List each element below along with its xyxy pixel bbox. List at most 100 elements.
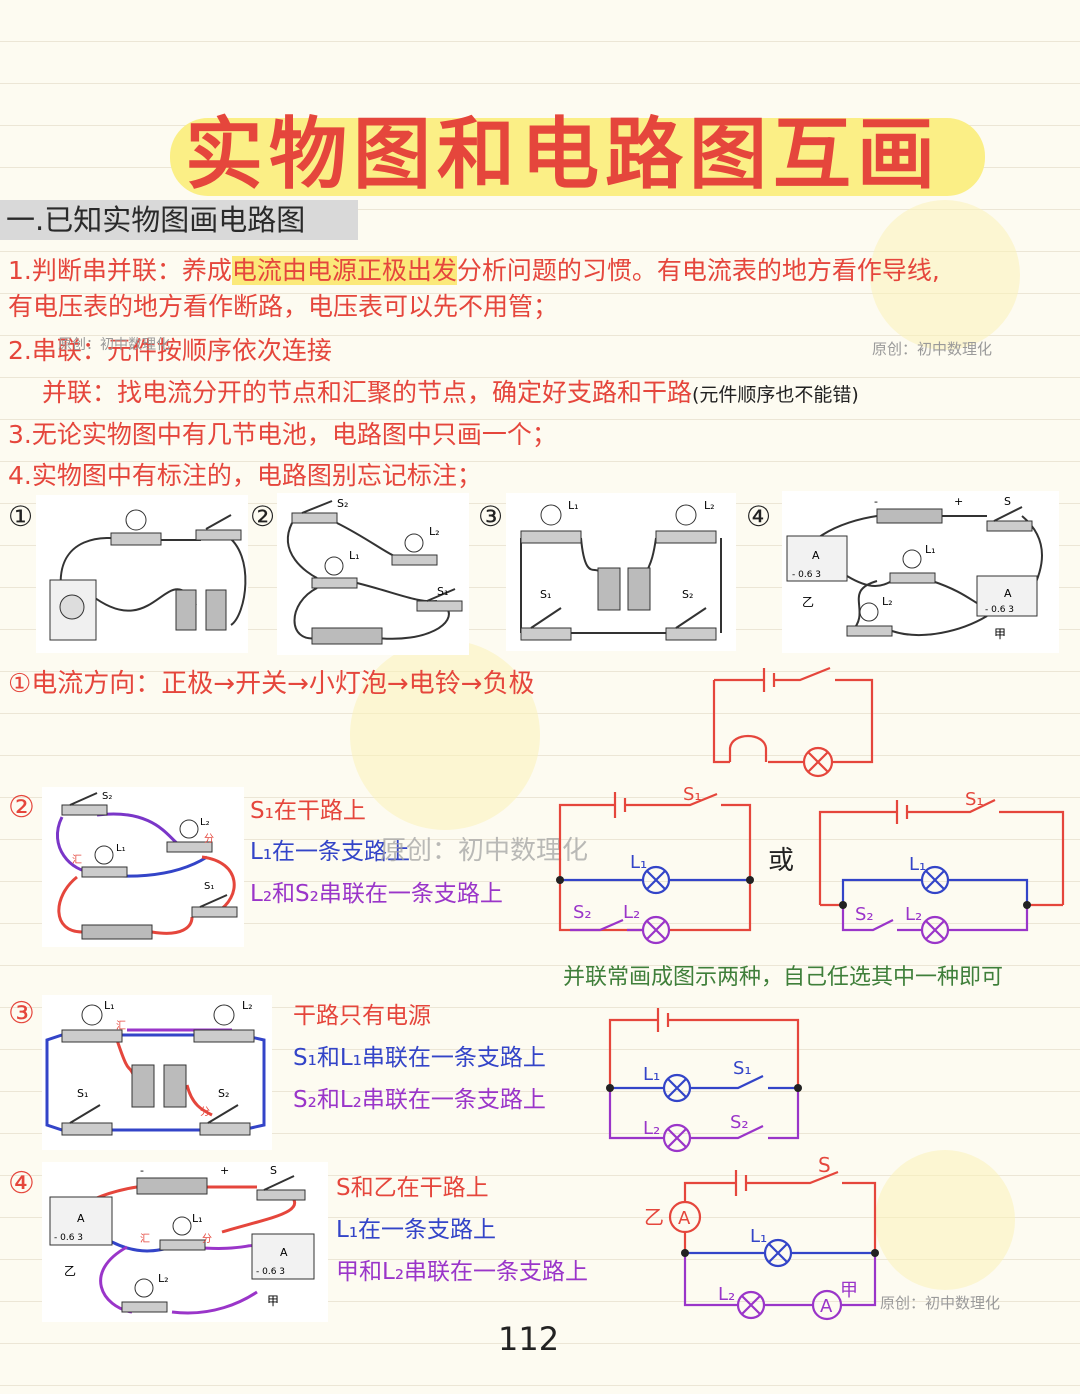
label-s1: S₁	[683, 784, 702, 805]
label-neg: -	[140, 1164, 144, 1177]
label-l1: L₁	[568, 499, 579, 512]
meter-scale: - 0.6 3	[985, 605, 1014, 615]
label-s2: S₂	[682, 588, 693, 601]
annotated-physical-diagram-2: S₂ L₂ 分 L₁ 汇 S₁	[42, 787, 244, 947]
circuit-diagram-2a: S₁ L₁ S₂ L₂	[556, 784, 754, 945]
label-l1: L₁	[116, 843, 126, 854]
label-jia: 甲	[840, 1280, 858, 1301]
label-l2: L₂	[718, 1284, 735, 1305]
label-s2: S₂	[730, 1112, 749, 1133]
label-fen: 分	[202, 1233, 212, 1245]
label-s: S	[1004, 495, 1011, 508]
circuit-diagram-1	[712, 666, 874, 778]
rule-1: 1.判断串并联：养成电流由电源正极出发分析问题的习惯。有电流表的地方看作导线,	[8, 254, 940, 288]
label-l1: L₁	[925, 543, 936, 556]
example-4-line-1: S和乙在干路上	[336, 1175, 489, 1201]
rule-3: 3.无论实物图中有几节电池，电路图中只画一个；	[8, 420, 557, 449]
label-s2: S₂	[855, 904, 874, 925]
label-s2: S₂	[102, 791, 112, 802]
label-yi: 乙	[64, 1264, 76, 1278]
rule-1-cont: 有电压表的地方看作断路，电压表可以先不用管；	[8, 292, 559, 321]
section-heading: 一.已知实物图画电路图	[6, 203, 306, 237]
meter-a: A	[812, 549, 820, 562]
circuit-diagram-4: A 乙 S L₁ L₂ A 甲	[644, 1153, 879, 1321]
example-4-line-3: 甲和L₂串联在一条支路上	[336, 1259, 589, 1285]
label-pos: +	[954, 495, 963, 508]
label-l2: L₂	[905, 904, 922, 925]
label-l2: L₂	[242, 999, 253, 1012]
title-highlight	[170, 118, 985, 196]
meter-scale: - 0.6 3	[54, 1233, 83, 1243]
label-l2: L₂	[643, 1118, 660, 1139]
meter-scale: - 0.6 3	[256, 1267, 285, 1277]
rule-1-highlight: 电流由电源正极出发	[231, 256, 457, 285]
label-l1: L₁	[104, 999, 115, 1012]
label-s: S	[270, 1164, 277, 1177]
label-s: S	[818, 1153, 831, 1177]
label-s1: S₁	[733, 1058, 752, 1079]
label-s1: S₁	[965, 789, 984, 810]
meter-a: A	[1004, 587, 1012, 600]
meter-a: A	[77, 1212, 85, 1225]
label-s1: S₁	[204, 881, 214, 892]
watermark: 原创：初中数理化	[872, 340, 993, 358]
label-s1: S₁	[77, 1087, 88, 1100]
parallel-note: 并联常画成图示两种，自己任选其中一种即可	[563, 965, 1004, 990]
rule-4: 4.实物图中有标注的，电路图别忘记标注；	[8, 461, 482, 490]
example-2-line-3: L₂和S₂串联在一条支路上	[250, 881, 503, 907]
label-l1: L₁	[643, 1064, 660, 1085]
watermark: 原创：初中数理化	[880, 1294, 1001, 1312]
label-l2: L₂	[704, 499, 715, 512]
meter-a: A	[280, 1246, 288, 1259]
figure-number-4: ④	[746, 500, 772, 533]
rule-1-part-a: 1.判断串并联：养成	[8, 256, 232, 285]
example-number-2: ②	[8, 790, 35, 825]
label-jia: 甲	[267, 1294, 279, 1308]
figure-number-2: ②	[250, 500, 276, 533]
label-l1: L₁	[909, 854, 926, 875]
or-label: 或	[768, 846, 795, 876]
circuit-diagram-3: L₁ S₁ L₂ S₂	[606, 1008, 802, 1153]
physical-diagram-3: L₁ L₂ S₁ S₂	[506, 493, 736, 651]
example-3-line-1: 干路只有电源	[293, 1003, 431, 1029]
watermark-large: 原创：初中数理化	[380, 836, 589, 866]
page-number: 112	[498, 1320, 560, 1358]
example-4-line-2: L₁在一条支路上	[336, 1217, 497, 1243]
meter-a: A	[678, 1208, 691, 1229]
example-2-line-2: L₁在一条支路上	[250, 839, 411, 865]
circuit-diagram-2b: S₁ L₁ S₂ L₂	[818, 789, 1065, 945]
decorative-emoji	[350, 640, 540, 830]
rule-2-parallel: 并联：找电流分开的节点和汇聚的节点，确定好支路和干路(元件顺序也不能错)	[42, 376, 859, 412]
label-s2: S₂	[337, 497, 348, 510]
figure-number-3: ③	[478, 500, 504, 533]
label-l2: L₂	[429, 525, 440, 538]
decorative-emoji	[875, 1150, 1015, 1290]
label-hui: 汇	[140, 1232, 150, 1245]
label-l2: L₂	[882, 595, 893, 608]
section-heading-bar	[0, 200, 358, 240]
label-yi: 乙	[802, 595, 814, 609]
meter-scale: - 0.6 3	[792, 570, 821, 580]
label-s2: S₂	[573, 902, 592, 923]
label-pos: +	[220, 1164, 229, 1177]
label-l1: L₁	[192, 1212, 203, 1225]
annotated-physical-diagram-3: L₁ 汇 L₂ S₁ S₂ 分	[42, 995, 272, 1150]
label-s1: S₁	[437, 585, 448, 598]
label-jia: 甲	[994, 627, 1006, 641]
decorative-emoji	[870, 200, 1020, 350]
label-l1: L₁	[349, 549, 360, 562]
label-fen: 分	[200, 1106, 210, 1118]
rule-2-parallel-text: 并联：找电流分开的节点和汇聚的节点，确定好支路和干路	[42, 378, 693, 407]
label-l1: L₁	[750, 1226, 767, 1247]
label-hui: 汇	[116, 1019, 126, 1032]
watermark: 原创：初中数理化	[58, 337, 170, 353]
label-l2: L₂	[623, 902, 640, 923]
label-s1: S₁	[540, 588, 551, 601]
example-number-3: ③	[8, 996, 35, 1031]
label-yi: 乙	[644, 1205, 664, 1229]
annotated-physical-diagram-4: - + S A - 0.6 3 乙 汇 L₁ 分 A - 0.6 3 甲 L₂	[42, 1162, 328, 1322]
label-fen: 分	[204, 833, 214, 845]
label-neg: -	[874, 495, 878, 508]
example-3-line-2: S₁和L₁串联在一条支路上	[293, 1045, 546, 1071]
meter-a: A	[820, 1296, 833, 1317]
